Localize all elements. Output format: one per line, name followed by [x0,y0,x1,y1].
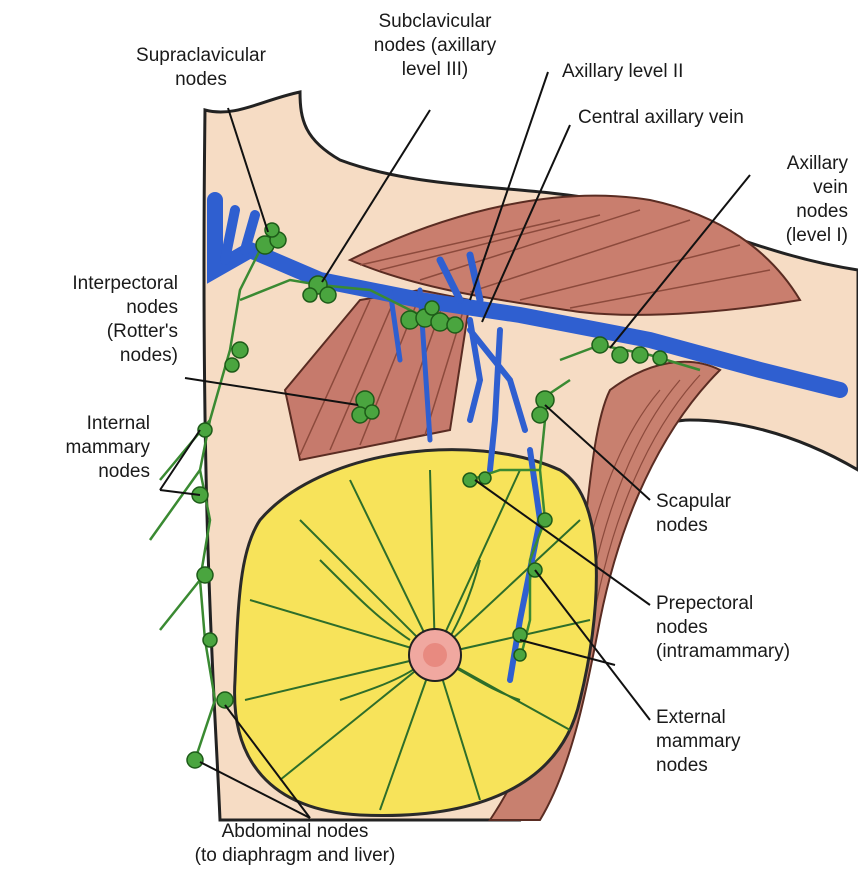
label-external-mammary-nodes: External mammary nodes [656,706,740,778]
label-axillary-level-ii: Axillary level II [562,60,683,84]
label-prepectoral-nodes: Prepectoral nodes (intramammary) [656,592,790,664]
label-line: Scapular [656,490,731,514]
label-line: Axillary level II [562,60,683,84]
label-line: External [656,706,740,730]
label-line: nodes (axillary [340,34,530,58]
label-line: level III) [340,58,530,82]
label-scapular-nodes: Scapular nodes [656,490,731,538]
label-line: (Rotter's [0,320,178,344]
label-line: nodes [106,68,296,92]
label-line: nodes [0,296,178,320]
label-internal-mammary-nodes: Internal mammary nodes [0,412,150,484]
label-line: Abdominal nodes [150,820,440,844]
label-line: Subclavicular [340,10,530,34]
label-line: Interpectoral [0,272,178,296]
label-axillary-vein-nodes: Axillary vein nodes (level I) [730,152,848,248]
label-line: Axillary [730,152,848,176]
label-line: (intramammary) [656,640,790,664]
label-line: Internal [0,412,150,436]
label-line: mammary [656,730,740,754]
label-interpectoral-nodes: Interpectoral nodes (Rotter's nodes) [0,272,178,368]
label-subclavicular-nodes: Subclavicular nodes (axillary level III) [340,10,530,82]
label-line: nodes [656,514,731,538]
label-line: nodes [0,460,150,484]
label-line: nodes [656,754,740,778]
label-line: nodes) [0,344,178,368]
label-line: Supraclavicular [106,44,296,68]
label-line: (to diaphragm and liver) [150,844,440,868]
label-line: mammary [0,436,150,460]
label-line: (level I) [730,224,848,248]
label-line: nodes [730,200,848,224]
label-supraclavicular-nodes: Supraclavicular nodes [106,44,296,92]
label-central-axillary-vein: Central axillary vein [578,106,744,130]
label-line: Central axillary vein [578,106,744,130]
label-line: vein [730,176,848,200]
label-line: Prepectoral [656,592,790,616]
label-abdominal-nodes: Abdominal nodes (to diaphragm and liver) [150,820,440,868]
label-line: nodes [656,616,790,640]
